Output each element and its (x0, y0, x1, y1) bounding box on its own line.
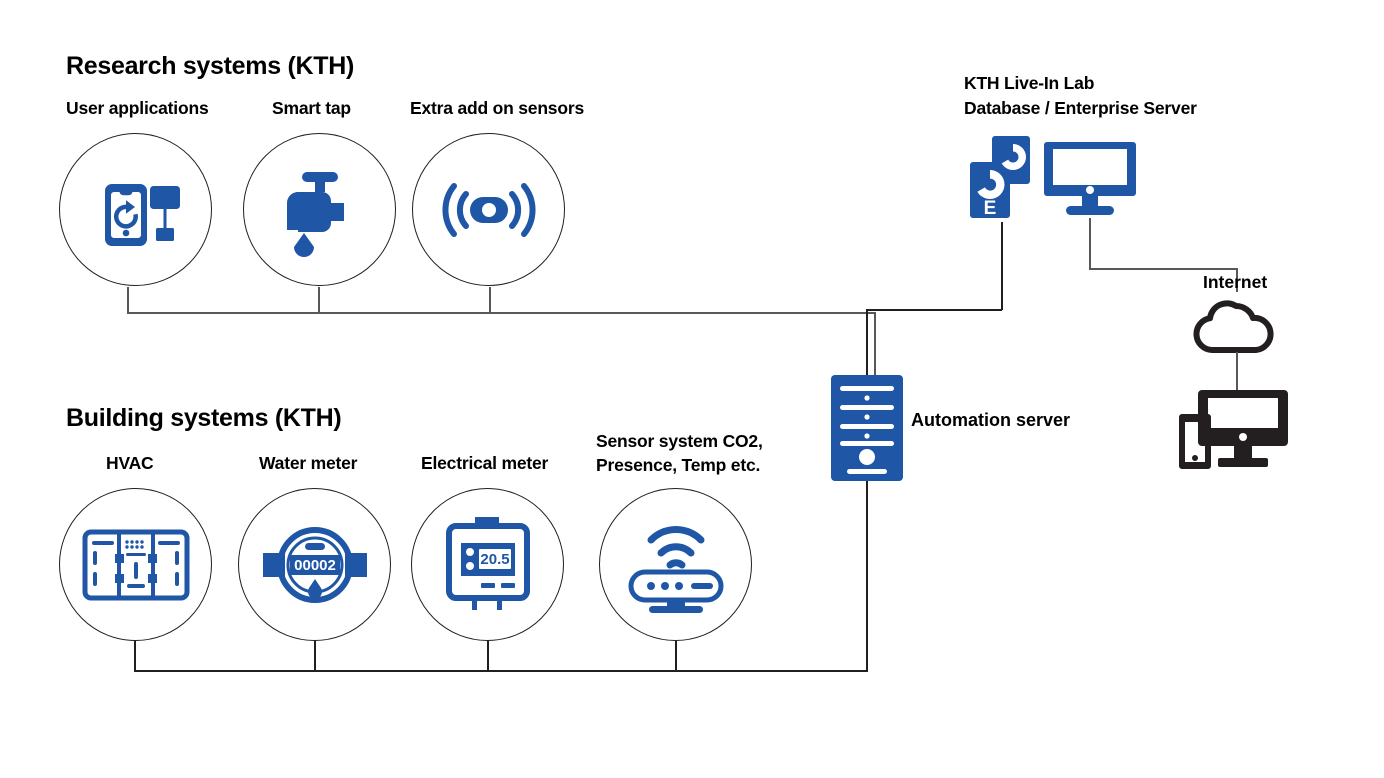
connector-database-to-server-v (866, 309, 868, 379)
wireless-sensor-icon (434, 170, 544, 250)
node-water-meter[interactable]: 00002 (238, 488, 391, 641)
connector-smart-tap (318, 287, 320, 313)
research-bus-to-server (874, 312, 876, 379)
label-hvac: HVAC (106, 453, 154, 473)
monitor-and-phone-icon (1178, 388, 1290, 470)
connector-database-down (1001, 222, 1003, 310)
node-electrical-meter[interactable]: 20.5 (411, 488, 564, 641)
datacenter-title-line2: Database / Enterprise Server (964, 98, 1197, 118)
connector-water-meter (314, 641, 316, 671)
node-user-applications[interactable] (59, 133, 212, 286)
label-extra-add-on-sensors: Extra add on sensors (410, 98, 584, 118)
electrical-meter-reading: 20.5 (480, 551, 509, 568)
enterprise-database-icon[interactable]: E (966, 136, 1034, 220)
internet-label: Internet (1203, 272, 1268, 292)
wifi-sensor-hub-icon (623, 516, 729, 614)
automation-server-label: Automation server (911, 410, 1071, 430)
mobile-app-sync-icon (86, 160, 186, 260)
water-meter-icon: 00002 (262, 521, 367, 609)
connector-extra-sensors (489, 287, 491, 313)
node-sensor-system[interactable] (599, 488, 752, 641)
cloud-icon (1188, 300, 1286, 353)
connector-electrical-meter (487, 641, 489, 671)
connector-internet-drop (1236, 268, 1238, 292)
node-extra-add-on-sensors[interactable] (412, 133, 565, 286)
connector-server-to-building-bus (866, 481, 868, 671)
server-tower-icon[interactable] (831, 375, 903, 481)
connector-monitor-down (1089, 218, 1091, 270)
svg-text:E: E (984, 198, 997, 219)
label-user-applications: User applications (66, 98, 209, 118)
faucet-water-drop-icon (274, 162, 366, 258)
building-bus-horizontal (134, 670, 868, 672)
building-section-title: Building systems (KTH) (66, 404, 342, 432)
datacenter-title-line1: KTH Live-In Lab (964, 73, 1095, 93)
label-sensor-system-line1: Sensor system CO2, (596, 431, 763, 451)
label-electrical-meter: Electrical meter (421, 453, 549, 473)
research-bus-horizontal (127, 312, 876, 314)
connector-sensor-system (675, 641, 677, 671)
connector-hvac (134, 641, 136, 671)
desktop-monitor-icon[interactable] (1044, 140, 1136, 216)
label-smart-tap: Smart tap (272, 98, 351, 118)
label-sensor-system-line2: Presence, Temp etc. (596, 455, 761, 475)
research-section-title: Research systems (KTH) (66, 52, 354, 80)
connector-cloud-to-devices (1236, 352, 1238, 392)
connector-user-applications (127, 287, 129, 313)
water-meter-reading: 00002 (294, 557, 336, 574)
hvac-unit-icon (82, 529, 190, 601)
label-water-meter: Water meter (259, 453, 358, 473)
node-smart-tap[interactable] (243, 133, 396, 286)
electrical-meter-icon: 20.5 (445, 516, 531, 613)
connector-monitor-to-internet (1089, 268, 1237, 270)
connector-database-to-server-h (866, 309, 1002, 311)
node-hvac[interactable] (59, 488, 212, 641)
